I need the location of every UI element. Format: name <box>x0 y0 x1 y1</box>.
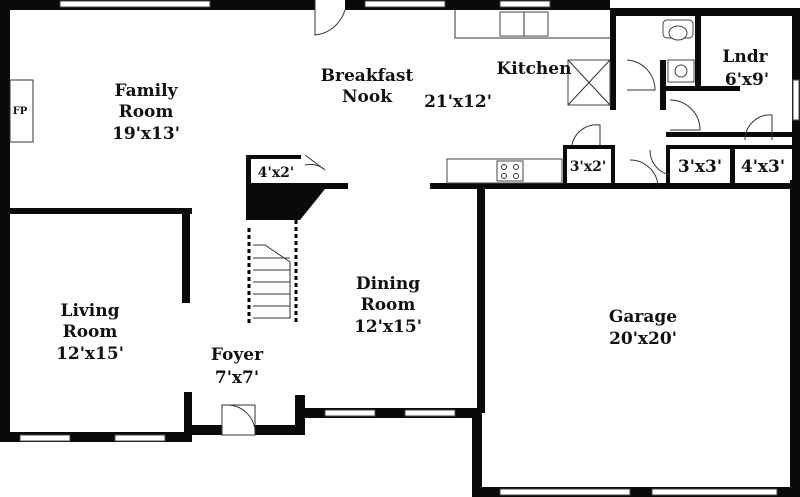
kitchen-counters <box>446 10 611 184</box>
family-room-label-line1: Family <box>115 81 179 101</box>
fireplace <box>9 79 34 143</box>
foyer-size: 7'x7' <box>215 368 259 388</box>
staircase <box>247 220 298 325</box>
windows <box>19 0 800 496</box>
closet-right-size: 4'x3' <box>741 157 785 177</box>
foyer-label: Foyer <box>211 345 264 365</box>
family-room-size: 19'x13' <box>112 124 180 144</box>
breakfast-nook-label-line1: Breakfast <box>321 66 414 86</box>
laundry-size: 6'x9' <box>725 70 769 90</box>
dining-room-label-line1: Dining <box>356 274 420 294</box>
dining-room-size: 12'x15' <box>354 317 422 337</box>
breakfast-nook-label-line2: Nook <box>342 87 393 107</box>
garage-size: 20'x20' <box>609 329 677 349</box>
interior-walls <box>0 10 796 413</box>
closet-mid-size: 3'x3' <box>678 157 722 177</box>
pantry-size: 3'x2' <box>570 159 606 175</box>
bathroom-fixtures <box>662 19 695 83</box>
living-room-label-line2: Room <box>63 322 118 342</box>
dining-room-label-line2: Room <box>361 295 416 315</box>
family-room-label-line2: Room <box>119 102 174 122</box>
kitchen-label: Kitchen <box>497 59 572 79</box>
living-room-label-line1: Living <box>61 301 120 321</box>
stair-closet-size: 4'x2' <box>258 165 294 181</box>
fireplace-label: FP <box>13 106 28 117</box>
garage-label: Garage <box>609 307 677 327</box>
living-room-size: 12'x15' <box>56 344 124 364</box>
laundry-label: Lndr <box>722 47 768 67</box>
doors <box>221 0 773 436</box>
kitchen-size: 21'x12' <box>424 92 492 112</box>
